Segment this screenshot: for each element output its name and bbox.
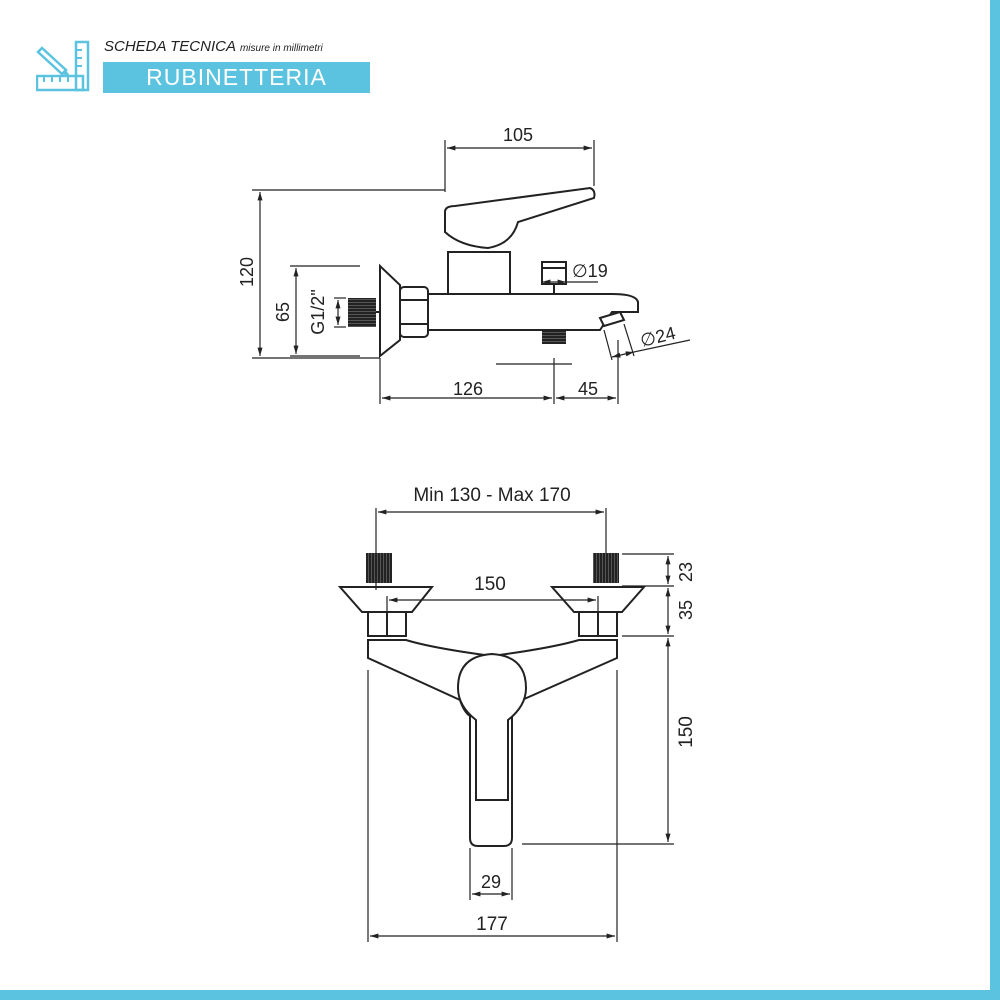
- category-banner: RUBINETTERIA: [103, 62, 370, 93]
- side-wall-flange: [379, 263, 401, 359]
- front-handle: [456, 652, 528, 801]
- dim-105-label: 105: [503, 125, 533, 145]
- side-lever: [444, 186, 596, 250]
- dim-150-centers-label: 150: [474, 574, 506, 595]
- dim-177-label: 177: [476, 914, 508, 935]
- dim-line-d24: [611, 351, 635, 358]
- frame-bottom-border: [0, 990, 1000, 1000]
- dim-23-label: 23: [676, 562, 696, 582]
- header-title: SCHEDA TECNICA: [104, 38, 236, 55]
- side-nut: [399, 286, 429, 338]
- thread-label: G1/2": [308, 289, 328, 334]
- side-thread: [348, 298, 376, 327]
- side-cartridge: [447, 251, 511, 295]
- dim-150-vertical-label: 150: [676, 716, 697, 748]
- dim-45-label: 45: [578, 379, 598, 399]
- frame-right-border: [990, 0, 1000, 1000]
- front-right-thread: [593, 553, 619, 583]
- side-spout-tip: [598, 310, 626, 328]
- dim-29-label: 29: [481, 872, 501, 892]
- front-left-thread: [366, 553, 392, 583]
- dim-min-max-label: Min 130 - Max 170: [413, 485, 570, 506]
- dim-126-label: 126: [453, 379, 483, 399]
- side-outlet: [542, 330, 566, 344]
- front-dimensions: [367, 508, 674, 942]
- front-left-flange: [337, 586, 435, 613]
- side-view: [348, 186, 639, 359]
- dim-120-label: 120: [237, 257, 257, 287]
- side-diverter: [541, 261, 567, 285]
- front-view: [337, 553, 647, 847]
- ruler-pencil-icon: [36, 40, 90, 92]
- header-subtitle: misure in millimetri: [239, 43, 323, 54]
- side-dimensions: [252, 140, 691, 404]
- dim-d24-label: ∅24: [638, 323, 677, 351]
- dim-35-label: 35: [676, 600, 696, 620]
- dim-65-label: 65: [273, 302, 293, 322]
- dim-d19-label: ∅19: [572, 261, 608, 281]
